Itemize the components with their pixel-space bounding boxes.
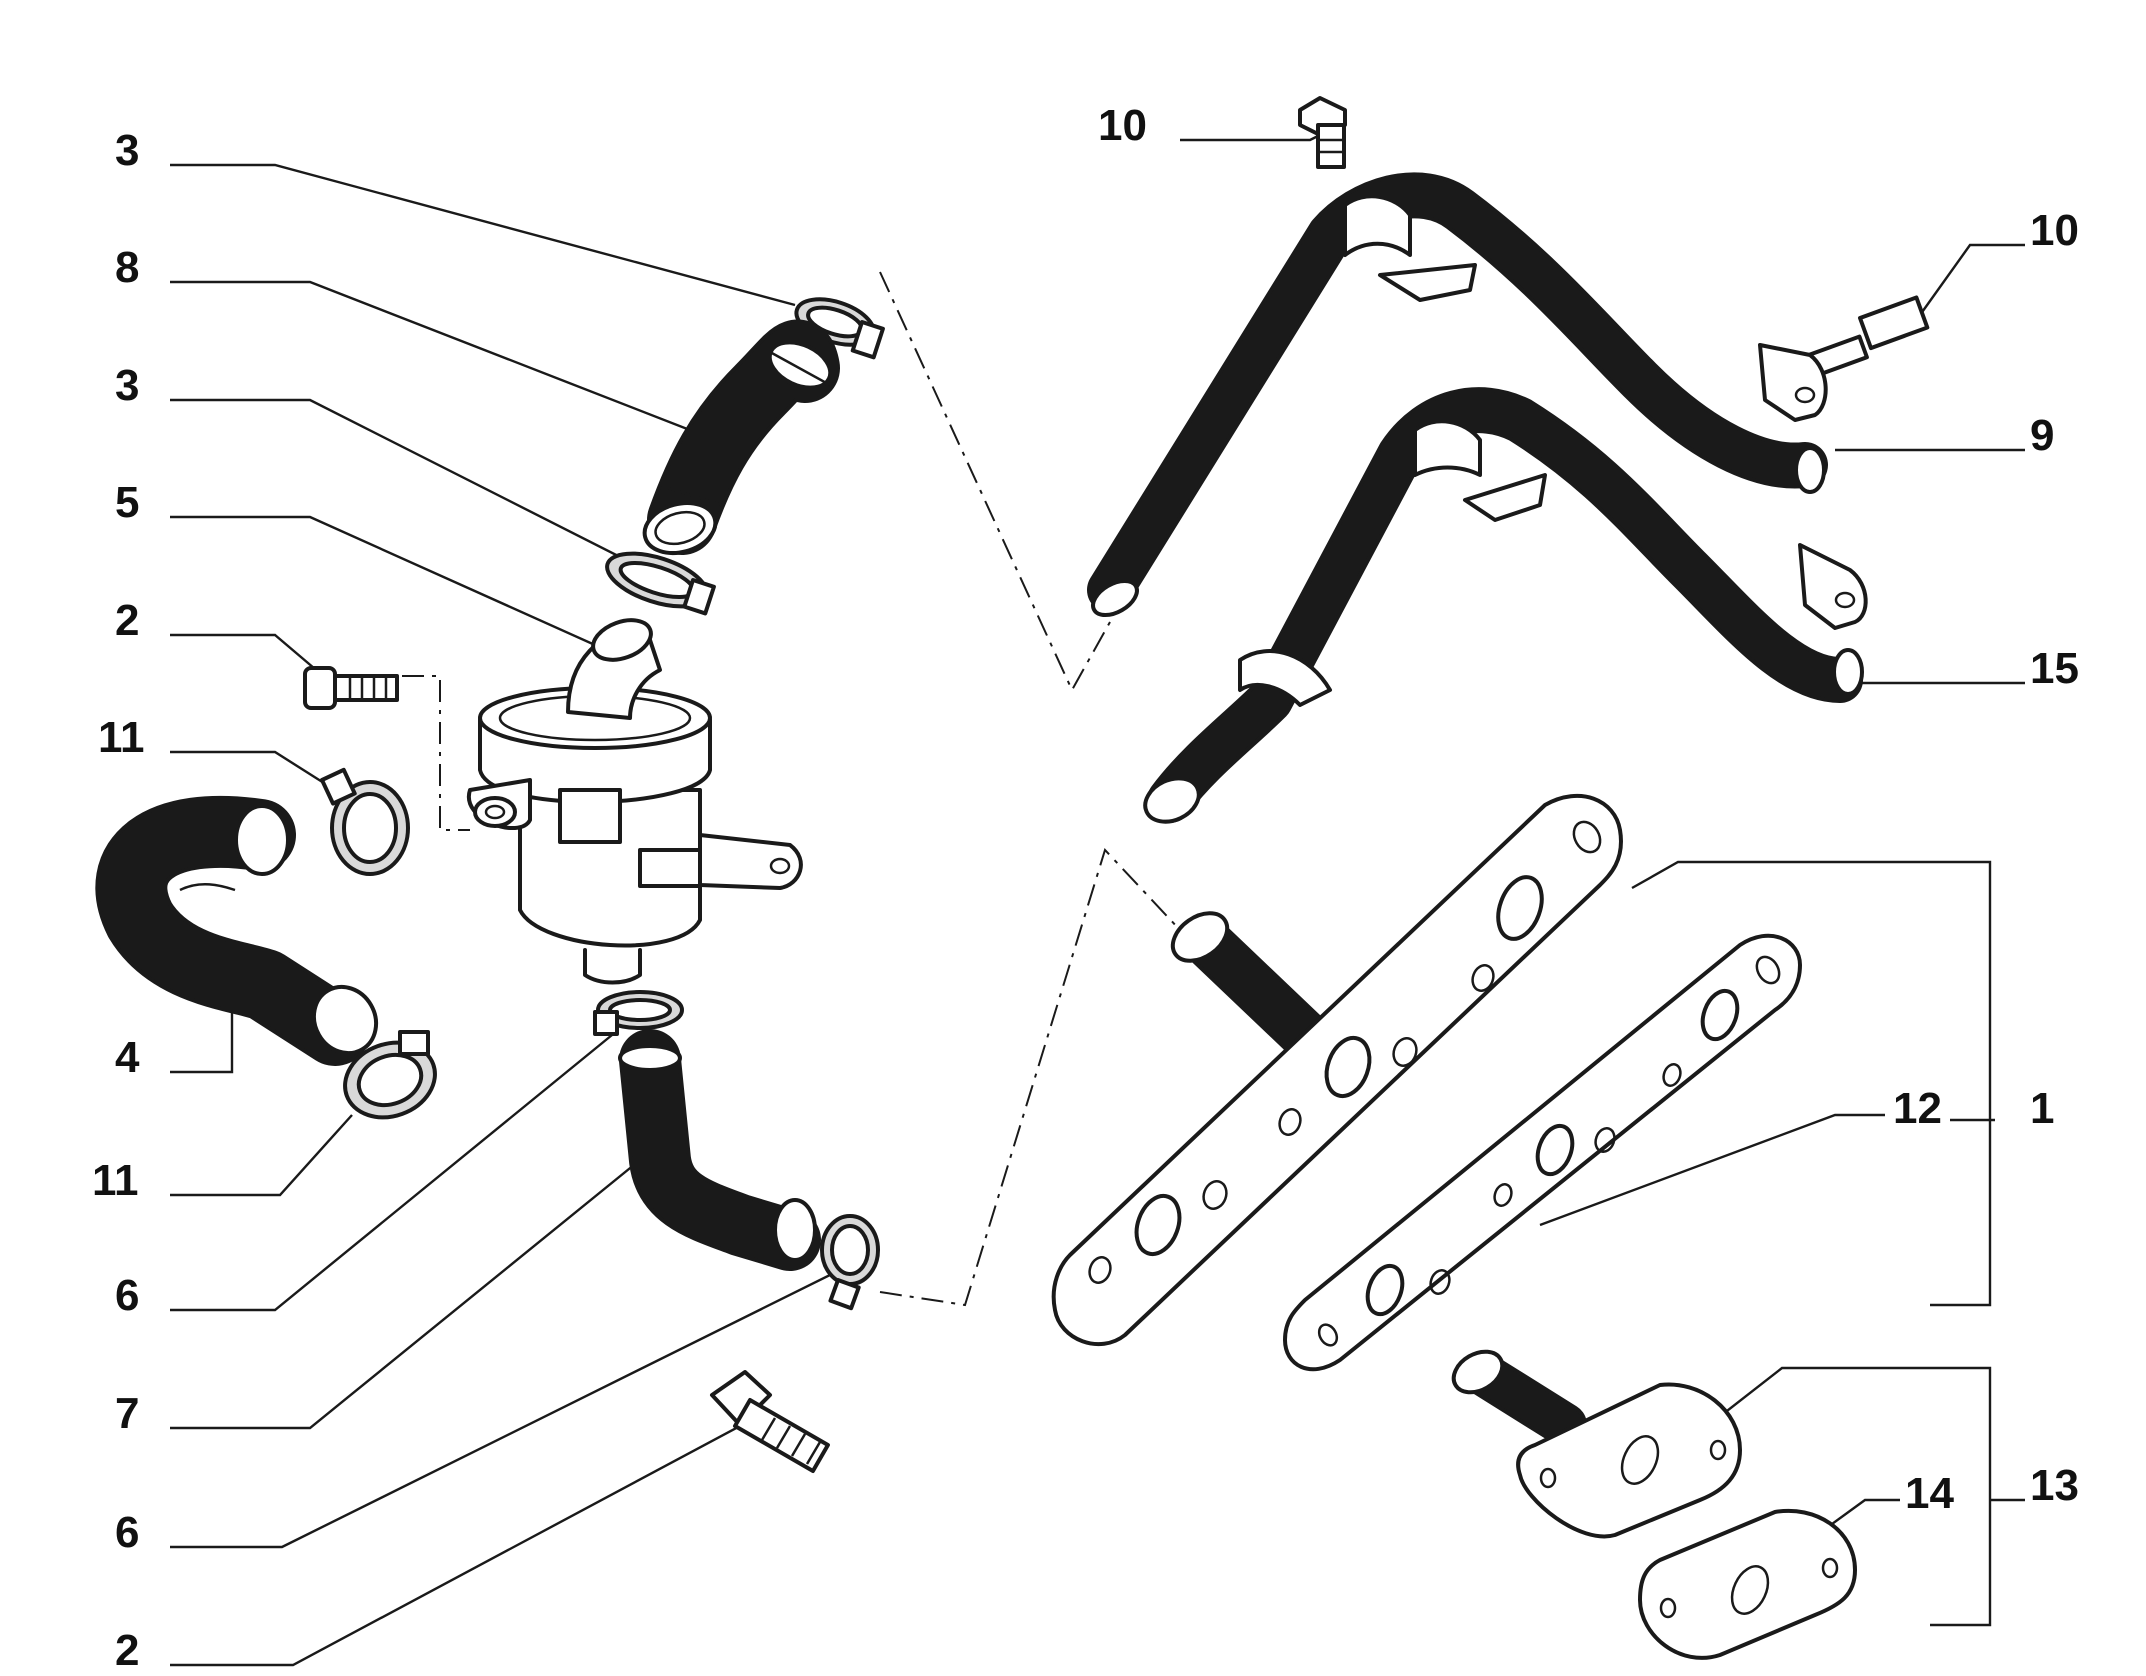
hose-7: [618, 1029, 821, 1271]
leader-lines: [170, 128, 2025, 1667]
gasket-12: [1283, 933, 1802, 1372]
pipe-9: [1087, 172, 1828, 618]
hose-clamp-11-bottom: [343, 1030, 437, 1120]
callout-2-bottom: 2: [115, 1626, 139, 1675]
callout-3-top: 3: [115, 126, 139, 175]
hose-clamp-11-top: [319, 767, 410, 876]
callout-12: 12: [1893, 1084, 1942, 1133]
callout-5: 5: [115, 478, 139, 527]
hose-clamp-6-top: [593, 990, 684, 1036]
hose-clamp-6-bottom: [820, 1214, 880, 1311]
callout-10-top: 10: [1098, 101, 1147, 150]
gasket-14: [1638, 1508, 1857, 1660]
oil-separator-canister-5: [466, 618, 803, 985]
callout-15: 15: [2030, 644, 2079, 693]
callout-9: 9: [2030, 411, 2054, 460]
callout-labels: 3 8 3 5 2 11 4 11 6 7 6 2 10 10 9 15 12 …: [92, 101, 2079, 1675]
callout-11-bottom: 11: [92, 1156, 139, 1205]
bolt-2-bottom: [710, 1370, 830, 1473]
callout-10-right: 10: [2030, 206, 2079, 255]
alignment-lines: [402, 271, 1181, 1307]
hose-4-elbow: [95, 795, 379, 1066]
callout-2-top: 2: [115, 596, 139, 645]
hose-8: [642, 319, 840, 555]
callout-11-top: 11: [98, 713, 145, 762]
callout-1: 1: [2030, 1084, 2054, 1133]
callout-14: 14: [1905, 1469, 1954, 1518]
callout-6-top: 6: [115, 1271, 139, 1320]
callout-13: 13: [2030, 1461, 2079, 1510]
callout-4: 4: [115, 1033, 140, 1082]
plug-flange-13: [1451, 1349, 1742, 1539]
hose-clamp-3-mid: [605, 551, 716, 616]
bolt-10-top: [1298, 96, 1347, 169]
flange-assembly-1: [1051, 794, 1623, 1346]
callout-6-bottom: 6: [115, 1508, 139, 1557]
callout-8: 8: [115, 243, 139, 292]
bolt-2-top: [303, 666, 399, 710]
pipe-15: [1143, 387, 1868, 824]
callout-3-mid: 3: [115, 361, 139, 410]
callout-7: 7: [115, 1389, 139, 1438]
